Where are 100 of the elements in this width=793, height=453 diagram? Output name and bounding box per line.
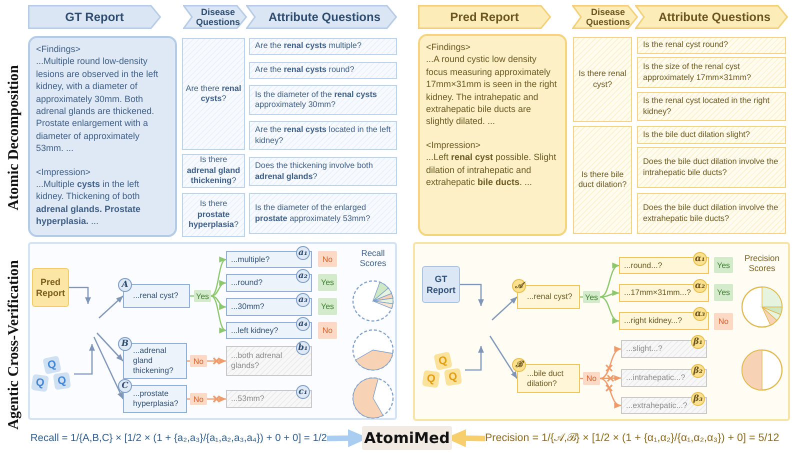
column-header: Pred Report: [418, 5, 551, 29]
arrow: [93, 336, 124, 400]
question-text: ...30mm?: [231, 302, 264, 312]
answer-tag: Yes: [318, 298, 337, 315]
section-heading: <Impression>: [36, 166, 92, 178]
question-box: Is there bile duct dilation?: [573, 126, 632, 234]
question-text: ...slight...?: [626, 344, 662, 354]
arrow: [600, 290, 620, 298]
answer-tag: Yes: [714, 257, 733, 273]
answer-tag: No: [318, 251, 337, 267]
question-text: ...extrahepatic...?: [626, 400, 688, 410]
arrow: [489, 336, 518, 379]
arrow: [600, 264, 620, 298]
arrow: [460, 284, 484, 306]
answer-tag: No: [714, 313, 733, 330]
answer-tag: No: [318, 322, 337, 339]
arrow: [210, 295, 226, 310]
report-box: Pred Report: [32, 268, 69, 307]
arrow: [210, 295, 226, 332]
arrow: [465, 346, 484, 371]
section-heading: <Findings>: [36, 43, 82, 56]
question-box: Are the renal cysts round?: [249, 62, 397, 79]
question-box: Are the renal cysts multiple?: [249, 38, 397, 55]
index-badge: c₁: [296, 385, 310, 399]
arrow: [210, 280, 226, 297]
question-box: Is there renal cyst?: [573, 37, 632, 122]
index-badge: β₂: [691, 364, 705, 378]
index-badge: a₄: [296, 317, 310, 331]
question-box: Is the renal cyst round?: [637, 37, 786, 54]
section-heading: <Findings>: [426, 41, 472, 54]
column-header: Disease Questions: [183, 5, 247, 29]
question-box: Is there prostate hyperplasia?: [182, 193, 245, 237]
arrow: [207, 357, 226, 365]
report-paragraph: ...Multiple cysts in the left kidney. Thickening of both adrenal glands. Prostate hyperplasia. ...: [36, 178, 142, 228]
answer-tag: Yes: [318, 274, 337, 291]
index-badge: β₁: [691, 335, 705, 349]
question-text: ...round?: [231, 278, 263, 288]
arrow: [492, 296, 518, 320]
report-paragraph: ...Multiple round low-density lesions are observed in the left kidney, with a diameter of approximately 30mm. Both adrenal glands are thickened. Prostate enlargement with a diameter of approximately 53mm. ...: [36, 55, 160, 155]
question-text: ...both adrenal glands?: [231, 351, 284, 371]
answer-tag: Yes: [583, 291, 600, 303]
question-box: Does the thickening involve both adrenal glands?: [249, 157, 397, 186]
report-box: [28, 36, 177, 237]
answer-tag: Yes: [194, 290, 211, 302]
question-text: ...renal cyst?: [133, 291, 178, 301]
index-badge: α₁: [693, 252, 707, 266]
formula: Precision = 1/{𝒜,ℬ} × [1/2 × (1 + {α₁,α₂}/{α₁,α₂,α₃}) + 0] = 5/12: [485, 424, 780, 453]
question-text: ...renal cyst?: [527, 292, 572, 302]
index-badge: a₃: [296, 293, 310, 307]
question-box: Is the diameter of the renal cysts approximately 30mm?: [249, 85, 397, 115]
question-box: Is the renal cyst located in the right kidney?: [637, 92, 786, 121]
arrow: [69, 286, 91, 304]
index-badge: b₁: [296, 341, 310, 355]
question-box: Are there renal cysts?: [182, 38, 245, 150]
section-label: Agentic Cross-Verification: [6, 260, 22, 430]
method-box: AtomiMed: [362, 426, 452, 450]
arrow: [210, 258, 226, 297]
report-paragraph: ...Left renal cyst possible. Slight dilation of intrahepatic and extrahepatic bile ducts. ...: [426, 151, 558, 188]
report-box: [418, 34, 567, 236]
report-box: GT Report: [422, 266, 460, 303]
arrow: [74, 344, 95, 375]
question-text: ...round...?: [624, 260, 662, 270]
index-badge: β₃: [691, 392, 705, 406]
question-box: Does the bile duct dilation involve the extrahepatic bile ducts?: [637, 193, 786, 234]
answer-tag: Yes: [714, 284, 733, 301]
question-box: Is the diameter of the enlarged prostate approximately 53mm?: [249, 193, 397, 234]
question-text: ...adrenal gland thickening?: [133, 346, 174, 376]
arrow: [98, 296, 124, 318]
arrow: [207, 395, 226, 403]
index-badge: a₁: [296, 246, 310, 260]
answer-tag: No: [190, 393, 207, 405]
column-header: Disease Questions: [572, 5, 638, 29]
question-box: Does the bile duct dilation involve the intrahepatic bile ducts?: [637, 147, 786, 188]
question-box: Is there adrenal gland thickening?: [182, 154, 245, 188]
question-text: ...prostate hyperplasia?: [133, 389, 180, 409]
arrow: [600, 346, 622, 380]
report-paragraph: ...A round cystic low density focus measuring approximately 17mm×31mm is seen in the right kidney. The intrahepatic and extrahepatic bile ducts are slightly dilated. ...: [426, 53, 558, 128]
chart-title: Precision Scores: [744, 252, 780, 274]
chart-title: Recall Scores: [358, 248, 388, 268]
index-badge: α₂: [693, 279, 707, 293]
column-header: GT Report: [28, 5, 161, 29]
question-box: Is the bile duct dilation slight?: [637, 126, 786, 144]
section-heading: <Impression>: [426, 138, 482, 152]
question-box: Is the size of the renal cyst approximately 17mm×31mm?: [637, 57, 786, 88]
question-text: ...left kidney?: [231, 326, 278, 336]
question-text: ...53mm?: [231, 394, 264, 404]
question-text: ...17mm×31mm...?: [624, 288, 691, 298]
arrow: [600, 378, 622, 408]
arrow: [600, 374, 622, 382]
question-text: ...bile duct dilation?: [527, 368, 564, 388]
question-text: ...multiple?: [231, 254, 270, 264]
answer-tag: No: [583, 372, 600, 385]
index-badge: α₃: [693, 307, 707, 321]
index-badge: a₂: [296, 269, 310, 283]
arrow: [96, 332, 124, 362]
question-text: ...intrahepatic...?: [626, 373, 686, 383]
formula: Recall = 1/{A,B,C} × [1/2 × (1 + {a₂,a₃}/{a₁,a₂,a₃,a₄}) + 0 + 0] = 1/2: [30, 424, 327, 453]
answer-tag: No: [190, 355, 207, 367]
arrow: [600, 296, 620, 323]
section-label: Atomic Decomposition: [6, 64, 22, 210]
